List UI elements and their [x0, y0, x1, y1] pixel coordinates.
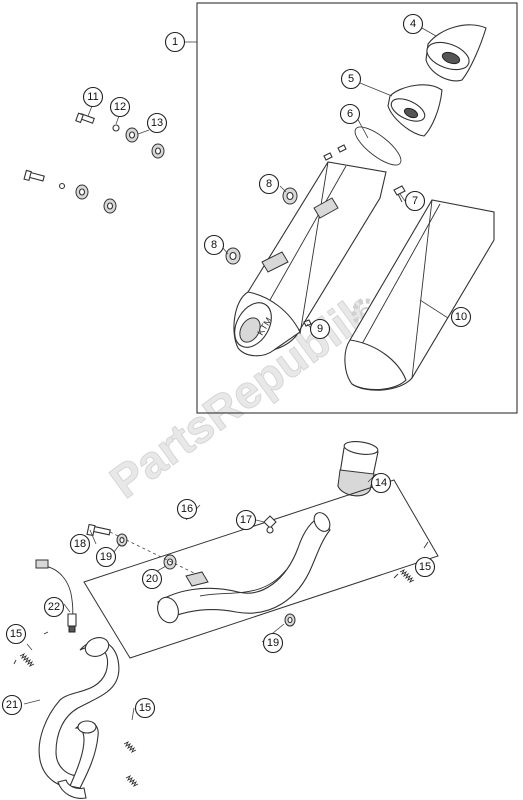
silencer-body: KTM — [233, 161, 387, 357]
callout-9-label: 9 — [317, 323, 323, 335]
callout-19-lower-label: 19 — [267, 637, 279, 649]
callout-20: 20 — [141, 568, 163, 590]
callout-17-label: 17 — [240, 514, 252, 526]
callout-15-right: 15 — [414, 556, 436, 578]
callout-1: 1 — [164, 31, 186, 53]
callout-8-lower-label: 8 — [211, 239, 217, 251]
callout-16: 16 — [176, 498, 198, 520]
callout-21-label: 21 — [6, 699, 18, 711]
callout-19-lower: 19 — [262, 632, 284, 654]
screw-7 — [393, 185, 406, 203]
mid-pipe-set-frame — [83, 479, 439, 659]
callout-5: 5 — [340, 68, 362, 90]
grommet-13-lower — [151, 143, 165, 159]
callout-15-right-label: 15 — [419, 561, 431, 573]
callout-12: 12 — [109, 96, 131, 118]
callout-16-label: 16 — [181, 503, 193, 515]
washer-upper — [112, 124, 120, 132]
bolt-18 — [86, 523, 111, 537]
callout-6: 6 — [339, 103, 361, 125]
header-pipe — [38, 637, 120, 799]
callout-4: 4 — [402, 13, 424, 35]
callout-5-label: 5 — [348, 73, 354, 85]
lambda-sensor — [35, 559, 77, 633]
spring-left — [13, 631, 49, 668]
protection-sleeve — [344, 199, 495, 391]
callout-8-lower: 8 — [203, 234, 225, 256]
callout-17: 17 — [235, 509, 257, 531]
callout-13-label: 13 — [151, 117, 163, 129]
callout-10-label: 10 — [455, 311, 467, 323]
silencer-screws — [323, 144, 347, 161]
callout-15-left-label: 15 — [10, 628, 22, 640]
silencer-inner-cone — [387, 84, 443, 137]
callout-18-label: 18 — [74, 538, 86, 550]
callout-18: 18 — [69, 533, 91, 555]
callout-6-label: 6 — [347, 108, 353, 120]
callout-1-label: 1 — [172, 36, 178, 48]
silencer-group-frame — [196, 2, 518, 414]
callout-8-upper-label: 8 — [266, 178, 272, 190]
callout-15-lower-label: 15 — [139, 702, 151, 714]
washer-19-upper — [116, 533, 128, 547]
spacer-20 — [163, 554, 177, 570]
callout-20-label: 20 — [146, 573, 158, 585]
bolt-lower — [23, 169, 45, 182]
seal-ring — [354, 126, 402, 166]
grommet-13-upper — [125, 127, 139, 143]
silencer-end-cap — [425, 24, 487, 82]
callout-13: 13 — [146, 112, 168, 134]
callout-22-label: 22 — [48, 601, 60, 613]
grommet-lower — [225, 247, 241, 265]
washer-lower — [58, 182, 66, 190]
callout-15-lower: 15 — [134, 697, 156, 719]
callout-7-label: 7 — [412, 195, 418, 207]
mounting-axis — [109, 531, 197, 575]
callout-11: 11 — [82, 86, 104, 108]
callout-22: 22 — [43, 596, 65, 618]
callout-7: 7 — [404, 190, 426, 212]
callout-8-upper: 8 — [258, 173, 280, 195]
screw-9 — [303, 319, 312, 327]
callout-10: 10 — [450, 306, 472, 328]
callout-19-upper: 19 — [95, 546, 117, 568]
callout-15-left: 15 — [5, 623, 27, 645]
mid-pipe — [157, 512, 331, 624]
callout-12-label: 12 — [114, 101, 126, 113]
grommet-lower-b — [103, 198, 117, 214]
bolt-upper — [75, 112, 95, 124]
grommet-lower-a — [75, 184, 89, 200]
spring-right — [393, 541, 429, 584]
clamp — [263, 515, 277, 534]
washer-19-lower — [284, 613, 296, 627]
callout-11-label: 11 — [87, 91, 98, 103]
callout-19-upper-label: 19 — [100, 551, 112, 563]
callout-21: 21 — [1, 694, 23, 716]
grommet-upper — [282, 187, 298, 205]
callout-14-label: 14 — [375, 477, 387, 489]
callout-9: 9 — [309, 318, 331, 340]
callout-4-label: 4 — [410, 18, 416, 30]
callout-14: 14 — [370, 472, 392, 494]
spring-lower — [123, 740, 139, 788]
